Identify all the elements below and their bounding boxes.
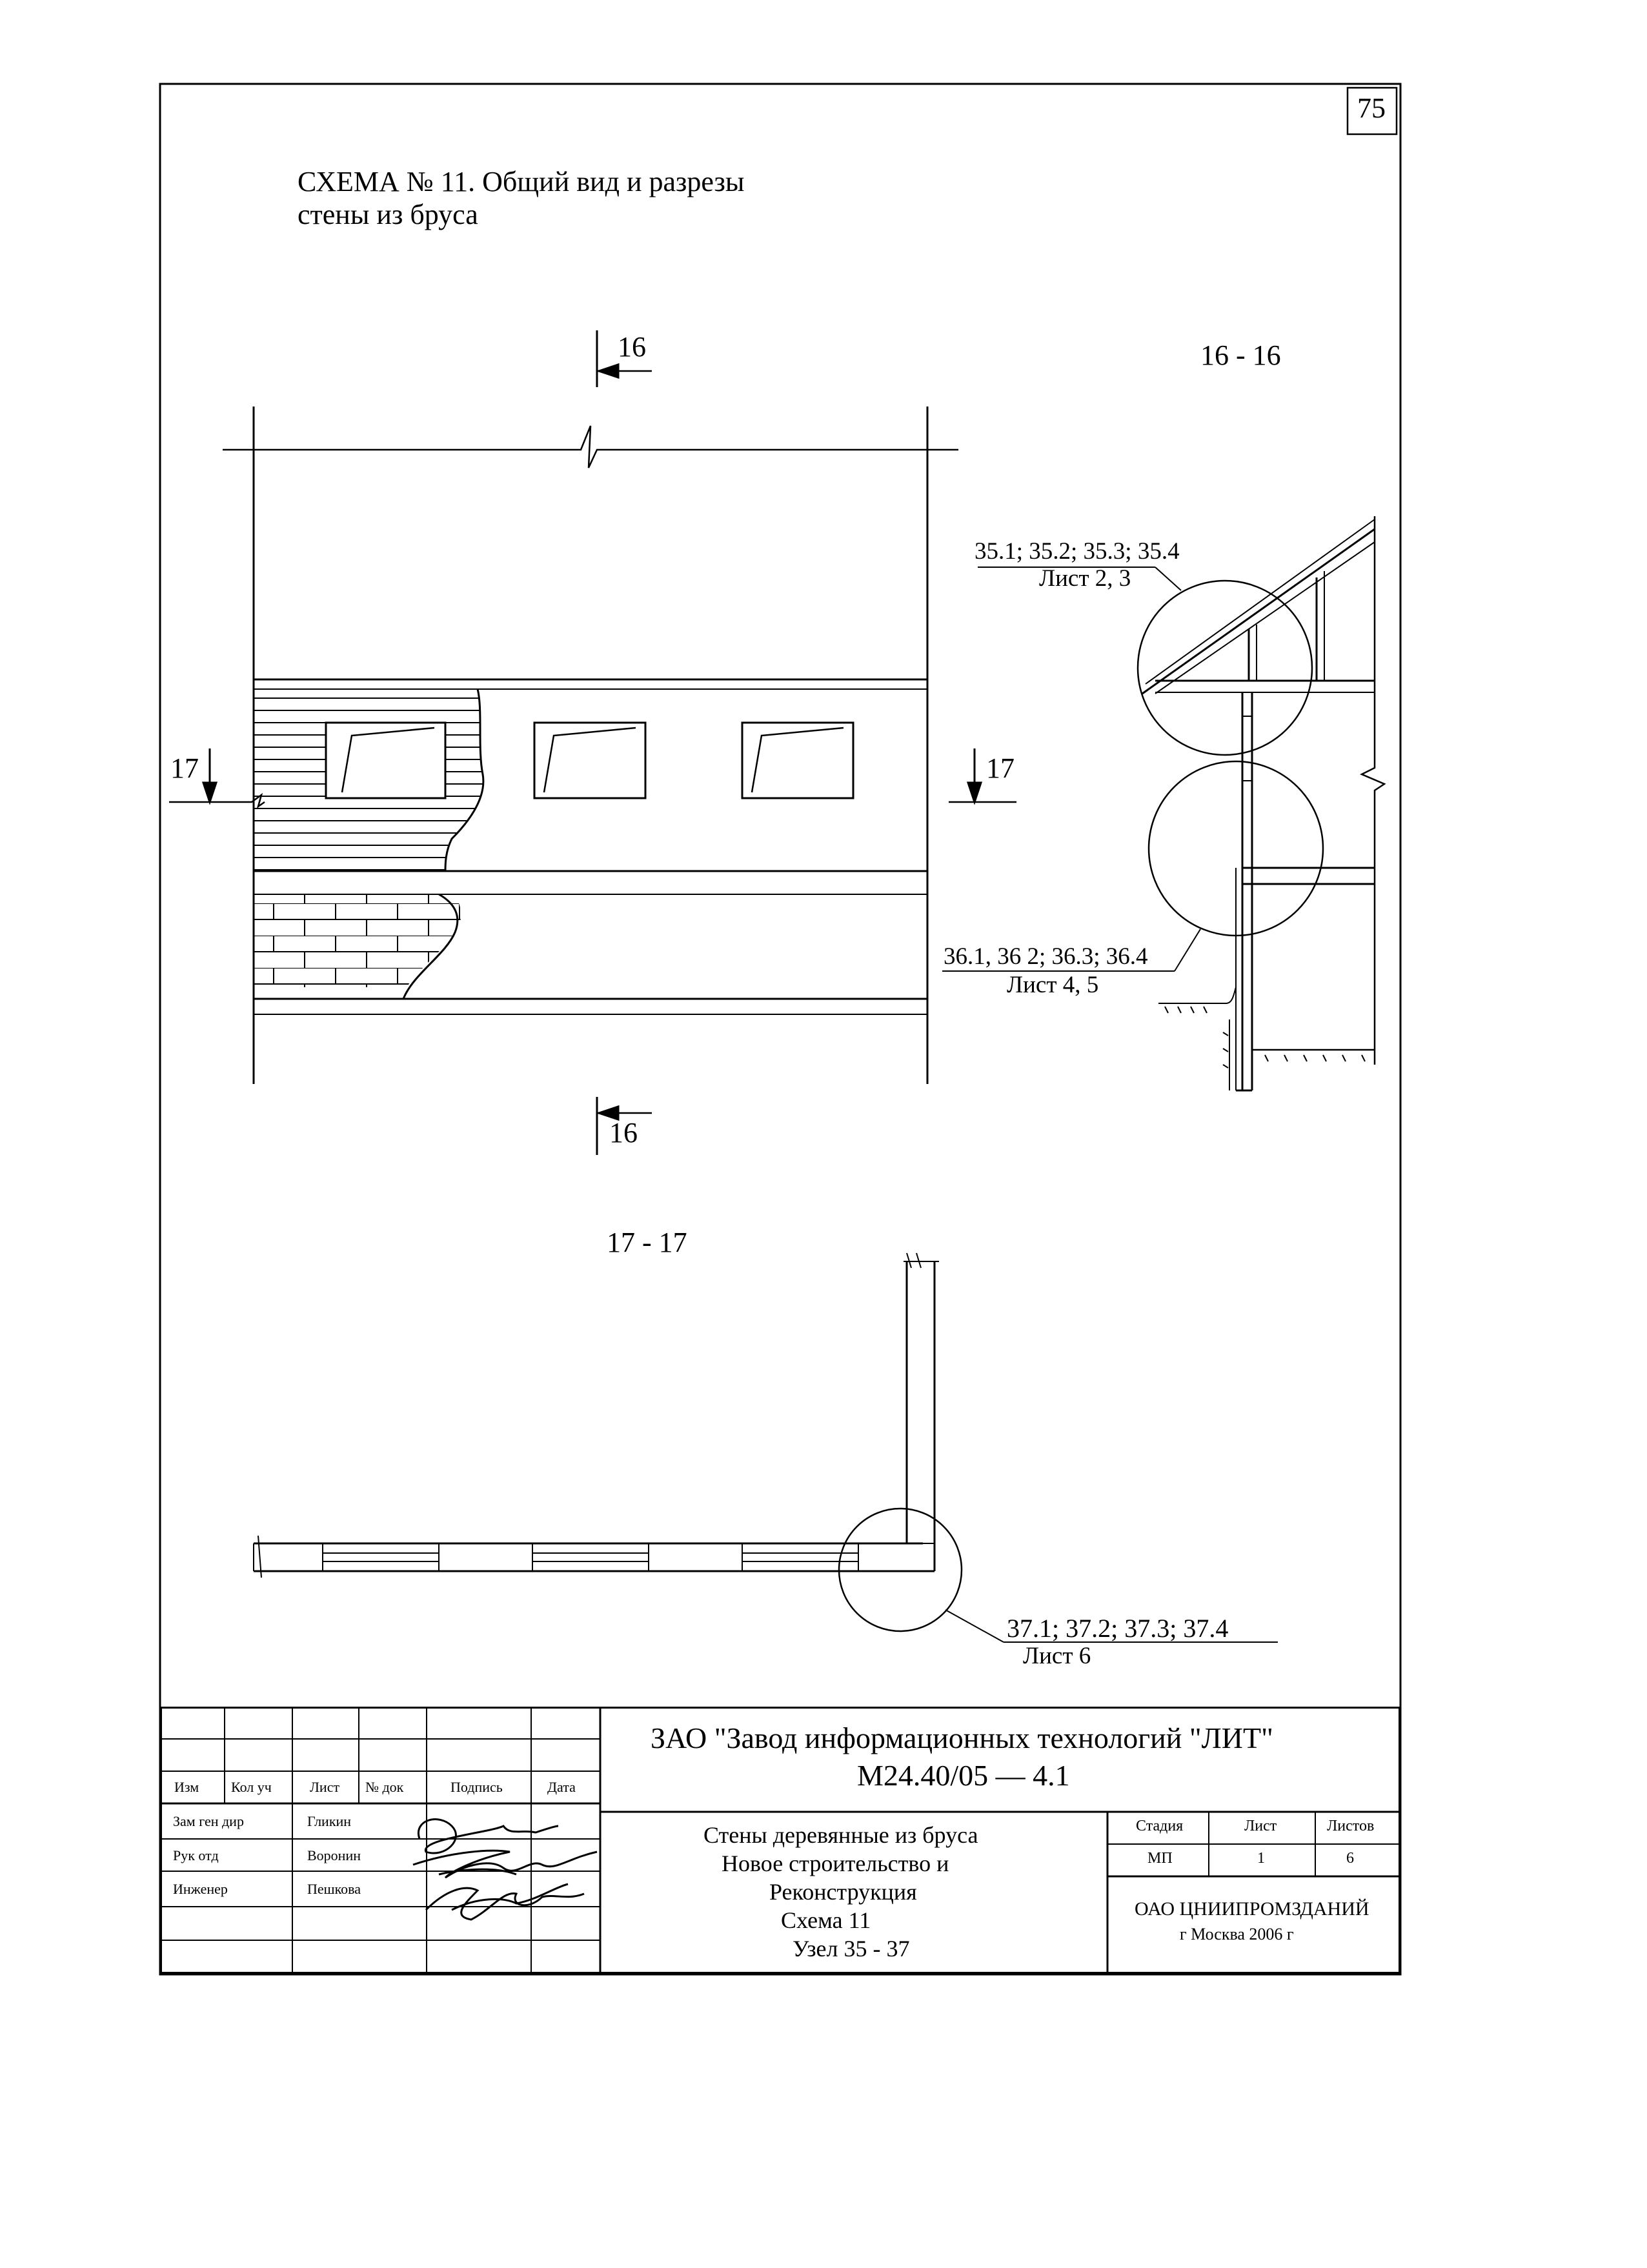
- callout-35-refs: 35.1; 35.2; 35.3; 35.4: [975, 538, 1180, 565]
- stage-header: Стадия: [1136, 1818, 1184, 1834]
- section-17-marker-right: [949, 748, 1016, 805]
- callout-36-refs: 36.1, 36 2; 36.3; 36.4: [944, 943, 1148, 970]
- callout-35-sheet: Лист 2, 3: [1039, 565, 1131, 592]
- window-2: [533, 721, 647, 799]
- callout-37-sheet: Лист 6: [1023, 1643, 1091, 1669]
- signature-peshkova: [425, 1883, 585, 1921]
- section-17-marker-left: [169, 748, 265, 809]
- header-doc-no: № док: [365, 1779, 404, 1795]
- role-engineer: Инженер: [173, 1881, 228, 1897]
- header-date: Дата: [547, 1779, 576, 1795]
- header-kol-uch: Кол уч: [231, 1779, 272, 1795]
- city-year: г Москва 2006 г: [1180, 1925, 1294, 1943]
- stage-value: МП: [1147, 1850, 1173, 1867]
- callout-36-sheet: Лист 4, 5: [1007, 972, 1099, 998]
- window-3: [741, 721, 854, 799]
- sheets-header: Листов: [1327, 1818, 1375, 1834]
- sheets-value: 6: [1346, 1850, 1354, 1867]
- section-17-17: [253, 1252, 1278, 1643]
- description-line-2: Новое строительство и: [722, 1851, 949, 1876]
- section-16-marker-top: [596, 330, 652, 387]
- organization-name: ОАО ЦНИИПРОМЗДАНИЙ: [1135, 1898, 1369, 1920]
- description-line-1: Стены деревянные из бруса: [703, 1822, 978, 1848]
- company-name: ЗАО "Завод информационных технологий "ЛИ…: [651, 1721, 1273, 1754]
- name-voronin: Воронин: [307, 1847, 361, 1863]
- role-deputy-director: Зам ген дир: [173, 1813, 244, 1829]
- header-list: Лист: [310, 1779, 340, 1795]
- description-line-5: Узел 35 - 37: [793, 1936, 910, 1962]
- section-16-16-title: 16 - 16: [1200, 339, 1281, 371]
- name-glikin: Гликин: [307, 1813, 352, 1829]
- name-peshkova: Пешкова: [307, 1881, 361, 1897]
- callout-37-refs: 37.1; 37.2; 37.3; 37.4: [1007, 1614, 1229, 1643]
- section-16-label-top: 16: [618, 331, 646, 363]
- header-signature: Подпись: [450, 1779, 503, 1795]
- section-17-label-left: 17: [170, 752, 199, 784]
- sheet-header: Лист: [1244, 1818, 1277, 1834]
- title-block-grid: [160, 1707, 1400, 1974]
- section-17-17-title: 17 - 17: [607, 1227, 687, 1258]
- description-line-3: Реконструкция: [769, 1879, 917, 1905]
- scheme-title-line-2: стены из бруса: [298, 199, 478, 230]
- scheme-title-line-1: СХЕМА № 11. Общий вид и разрезы: [298, 166, 745, 197]
- windows: [325, 721, 854, 799]
- description-line-4: Схема 11: [781, 1907, 871, 1933]
- document-code: М24.40/05 — 4.1: [857, 1759, 1070, 1792]
- window-1: [325, 721, 447, 799]
- section-16-16: [942, 516, 1386, 1092]
- header-izm: Изм: [174, 1779, 199, 1795]
- page-number: 75: [1357, 92, 1386, 124]
- section-16-label-bottom: 16: [609, 1117, 638, 1149]
- signature-glikin: [417, 1818, 559, 1854]
- sheet-value: 1: [1257, 1850, 1265, 1867]
- timber-break-line: [444, 688, 485, 872]
- brick-hatching: [254, 894, 461, 987]
- role-head-dept: Рук отд: [173, 1847, 219, 1863]
- brick-break-line: [402, 893, 459, 999]
- page-number-box: [1346, 86, 1398, 135]
- sheet-frame: [159, 83, 1402, 1976]
- section-17-label-right: 17: [986, 752, 1015, 784]
- ground-hatch-ticks: [1164, 1006, 1366, 1069]
- title-block: Изм Кол уч Лист № док Подпись Дата Зам г…: [160, 1707, 1400, 1974]
- section-16-marker-bottom: [596, 1097, 652, 1155]
